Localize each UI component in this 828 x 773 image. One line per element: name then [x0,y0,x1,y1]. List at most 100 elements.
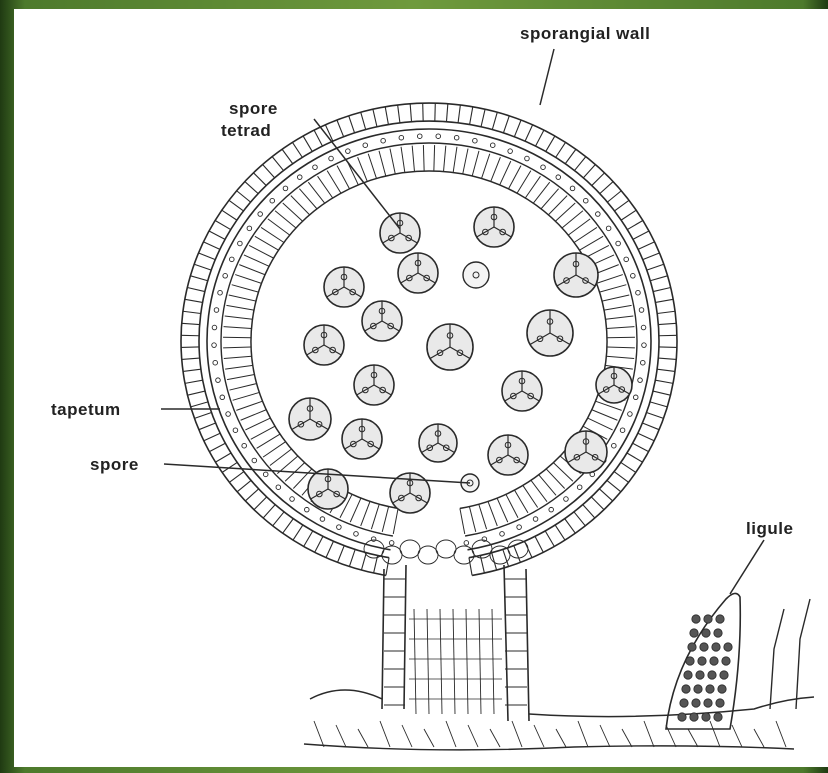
inner-cell-divider [541,189,559,209]
inner-cell-divider [225,365,253,369]
inner-cell-divider [506,494,518,517]
tapetum-nucleus [313,165,318,170]
base-upper-left [310,690,382,699]
tapetum-nucleus [633,395,638,400]
tapetum-nucleus [596,212,601,217]
inner-cell-divider [401,147,405,173]
wall-cell-divider [633,231,649,239]
ligule-cell [714,713,722,721]
wall-cell-divider [503,116,509,133]
wall-cell-divider [216,453,231,462]
wall-cell-divider [326,541,333,557]
wall-cell-divider [650,276,667,281]
wall-cell-divider [209,443,225,451]
base-cell [710,721,720,747]
tapetum-nucleus [640,360,645,365]
tapetum-nucleus [233,428,238,433]
base-cell [424,729,434,747]
stalk-inner-cell [453,609,455,714]
inner-cell-divider [599,285,626,292]
stalk-inner-cell [492,609,494,714]
wall-cell-divider [653,287,671,291]
ligule-cell [682,685,690,693]
wall-cell-divider [185,380,203,383]
ligule-cell [704,615,712,623]
basal-cell [400,540,420,558]
ligule-cell [702,629,710,637]
wall-cell-divider [655,299,673,302]
wall-cell-divider [304,531,313,547]
wall-cell-divider [191,402,208,407]
tapetum-nucleus [276,485,281,490]
wall-cell-divider [583,505,595,518]
tapetum-nucleus [247,226,252,231]
ligule-structure [666,593,810,729]
tapetum-nucleus [290,497,295,502]
wall-cell-divider [182,358,200,359]
wall-cell-divider [183,311,201,313]
tapetum-nucleus [577,485,582,490]
inner-cell-divider [235,275,261,284]
inner-cell-divider [393,508,398,534]
wall-cell-divider [627,220,643,229]
ligule-cell [702,713,710,721]
inner-cell-divider [508,166,520,189]
inner-cell-divider [453,147,457,173]
wall-cell-divider [545,531,554,547]
tapetum-nucleus [270,198,275,203]
ligule-cell [724,643,732,651]
tapetum-nucleus [297,175,302,180]
wall-cell-divider [410,104,411,122]
wall-cell-divider [658,323,676,324]
base-cell [754,729,764,747]
base-cell [600,725,610,747]
tapetum-nucleus [381,138,386,143]
wall-cell-divider [199,253,216,260]
wall-cell-divider [222,210,237,220]
wall-cell-divider [643,253,660,260]
base-cell [402,725,412,747]
base-cell [622,729,632,747]
wall-cell-divider [398,105,400,123]
wall-cell-divider [653,391,671,395]
base-cell [314,721,324,747]
leader-sporangial-wall [540,49,554,105]
wall-cell-divider [282,149,293,164]
tapetum-nucleus [612,443,617,448]
wall-cell-divider [638,242,654,249]
tapetum-nucleus [490,143,495,148]
single-spore [463,262,489,288]
tapetum-nucleus [329,156,334,161]
inner-cell-divider [491,157,501,181]
wall-cell-divider [600,182,613,194]
wall-cell-divider [254,497,267,510]
inner-cell-divider [500,161,511,185]
wall-cell-divider [337,120,344,137]
inner-cell-divider [588,418,613,430]
basal-cell [490,546,510,564]
ligule-cell [696,671,704,679]
ligule-cell [706,685,714,693]
tapetum-nucleus [473,138,478,143]
tapetum-nucleus [212,325,217,330]
tapetum-nucleus [226,412,231,417]
wall-cell-divider [229,200,244,211]
ligule-cell [716,615,724,623]
tapetum-nucleus [541,165,546,170]
wall-cell-divider [591,497,604,510]
base-cell [380,721,390,747]
ligule-cell [720,671,728,679]
inner-cell-divider [350,498,361,522]
wall-cell-divider [182,323,200,324]
wall-cell-divider [245,182,258,194]
ligule-cell [688,643,696,651]
wall-cell-divider [183,369,201,371]
ligule-cell [712,643,720,651]
wall-cell-divider [546,136,555,152]
tapetum-nucleus [616,241,621,246]
inner-cell-divider [533,182,549,203]
inner-cell-divider [275,211,296,228]
wall-cell-divider [470,107,473,125]
wall-cell-divider [650,402,667,407]
